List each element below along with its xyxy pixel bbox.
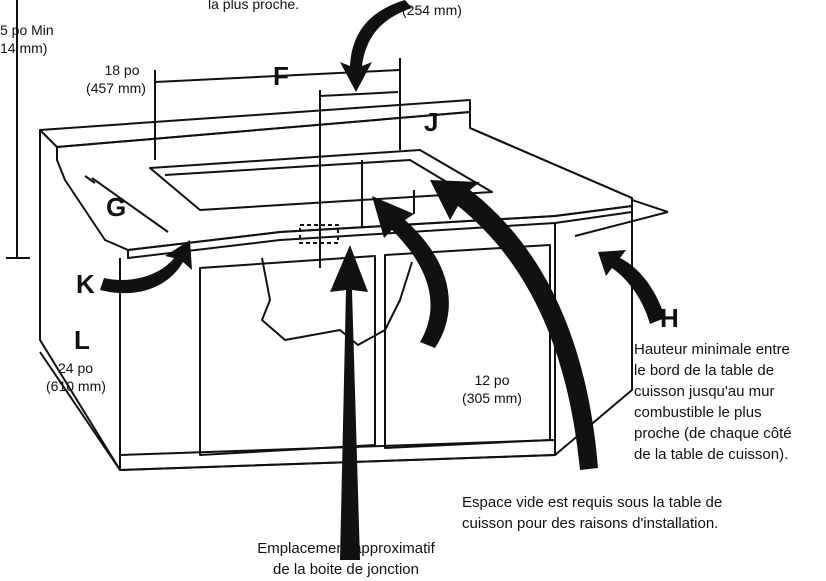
countertop: [56, 111, 633, 251]
h-description: Hauteur minimale entre le bord de la tab…: [634, 341, 792, 463]
top-min-label: 5 po Min: [0, 22, 54, 38]
letter-g: G: [106, 192, 127, 222]
letter-l: L: [74, 325, 90, 355]
letter-j: J: [424, 107, 439, 137]
top-arrow: [340, 0, 412, 92]
junction-box-note: Emplacement approximatif de la boite de …: [257, 540, 435, 578]
cutaway-edge: [261, 257, 413, 346]
space-required-note: Espace vide est requis sous la table de …: [462, 494, 723, 532]
junction-arrow: [330, 245, 368, 560]
left-door: [199, 255, 376, 456]
dim-18-po-label: 18 po: [104, 62, 140, 78]
cooktop-cutout: [149, 149, 493, 211]
space-arrow-2: [430, 180, 598, 470]
dim-12-po-label: 12 po: [474, 372, 510, 388]
top-254-label: (254 mm): [402, 2, 462, 18]
k-arrow: [100, 240, 192, 294]
dim-24-mm-label: (610 mm): [46, 378, 106, 394]
top-note-label: la plus proche.: [208, 0, 300, 12]
right-door: [384, 244, 551, 449]
space-arrow-1: [372, 196, 449, 348]
dim-18-mm-label: (457 mm): [86, 80, 146, 96]
letter-k: K: [76, 269, 95, 299]
letter-h: H: [660, 303, 679, 333]
letter-f: F: [273, 61, 289, 91]
dim-12-mm-label: (305 mm): [462, 390, 522, 406]
h-arrow: [598, 250, 665, 324]
dim-24-po-label: 24 po: [58, 360, 94, 376]
top-min-mm-label: 14 mm): [0, 40, 48, 56]
back-wall: [39, 99, 471, 148]
